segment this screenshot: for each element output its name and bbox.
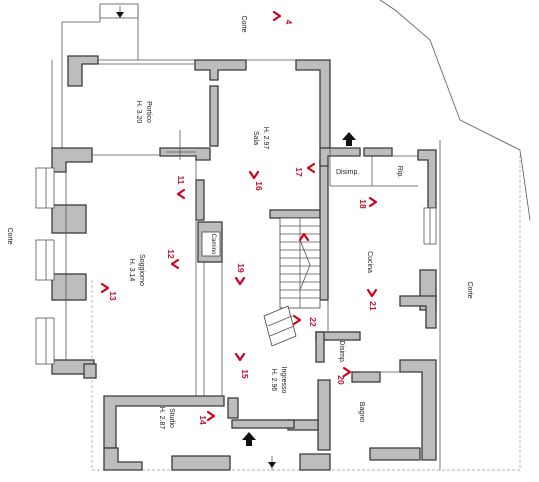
viewpoint-15-chevron-icon — [234, 352, 246, 362]
viewpoint-16-chevron-icon — [248, 170, 260, 180]
viewpoint-21-chevron-icon — [366, 288, 378, 298]
viewpoint-18-chevron-icon — [368, 196, 378, 208]
room-disimp-top-name: Disimp. — [336, 169, 359, 176]
entrance-arrow-icon — [242, 432, 256, 440]
room-studio-height: H. 2.87 — [158, 407, 165, 430]
room-cucina-name: Cucina — [366, 251, 373, 273]
viewpoint-17-number: 17 — [294, 167, 304, 177]
viewpoint-15-number: 15 — [240, 369, 250, 379]
viewpoint-18-number: 18 — [358, 199, 368, 209]
entrance-arrow-icon — [342, 132, 356, 140]
viewpoint-markers: 4 11 12 13 14 15 16 17 18 19 20 21 22 — [100, 10, 378, 425]
room-disimp-bottom-name: Disimp. — [338, 340, 345, 363]
camino-label: Camino — [210, 234, 216, 255]
room-soggiorno-height: H. 3.14 — [128, 259, 135, 282]
viewpoint-11-chevron-icon — [176, 188, 186, 200]
viewpoint-stair-chevron-icon — [298, 232, 310, 242]
corte-right-label: Corte — [466, 281, 473, 298]
staircase — [263, 217, 321, 347]
viewpoint-4-chevron-icon — [272, 10, 282, 22]
room-labels: Portico H. 3.20 Sala H. 2.97 Soggiorno H… — [6, 15, 473, 429]
viewpoint-11-number: 11 — [176, 176, 186, 185]
viewpoint-19-chevron-icon — [234, 276, 246, 286]
room-rip-name: Rip. — [396, 166, 403, 179]
entrance-markers — [116, 6, 356, 470]
viewpoint-20-number: 20 — [336, 375, 346, 385]
room-ingresso-height: H. 2.96 — [270, 369, 277, 392]
viewpoint-13-chevron-icon — [100, 282, 110, 294]
room-sala-height: H. 2.97 — [262, 127, 269, 150]
room-studio-name: Studio — [168, 408, 175, 428]
viewpoint-22-number: 22 — [308, 317, 318, 327]
viewpoint-16-number: 16 — [254, 181, 264, 191]
viewpoint-19-number: 19 — [236, 263, 246, 273]
viewpoint-17-chevron-icon — [306, 162, 316, 174]
viewpoint-14-chevron-icon — [206, 410, 216, 422]
viewpoint-12-chevron-icon — [170, 258, 180, 270]
room-bagno-name: Bagno — [358, 402, 365, 422]
viewpoint-12-number: 12 — [166, 249, 176, 259]
corte-top-label: Corte — [240, 15, 247, 32]
viewpoint-20-chevron-icon — [342, 366, 352, 378]
room-ingresso-name: Ingresso — [280, 367, 287, 394]
viewpoint-4-number: 4 — [284, 20, 294, 25]
interior-lines — [65, 59, 437, 396]
walls — [35, 55, 437, 471]
room-soggiorno-name: Soggiorno — [138, 254, 145, 286]
viewpoint-13-number: 13 — [108, 291, 118, 301]
viewpoint-22-chevron-icon — [292, 314, 302, 326]
viewpoint-21-number: 21 — [368, 301, 378, 311]
room-sala-name: Sala — [252, 131, 259, 145]
viewpoint-14-number: 14 — [198, 415, 208, 425]
corte-left-label: Corte — [6, 227, 13, 244]
room-portico-height: H. 3.20 — [135, 101, 142, 124]
room-portico-name: Portico — [145, 101, 152, 123]
